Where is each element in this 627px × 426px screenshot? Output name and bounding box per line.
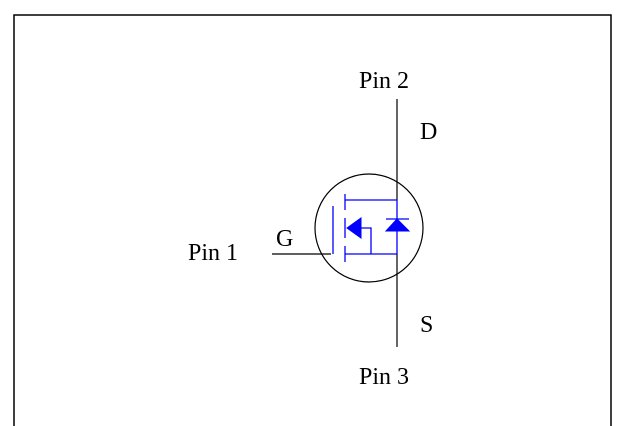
diode-triangle [384, 218, 411, 232]
pin-top-label: Pin 2 [359, 68, 409, 94]
body-arrow [346, 217, 362, 239]
pin-left-label: Pin 1 [188, 240, 238, 266]
pin-bottom-label: Pin 3 [359, 364, 409, 390]
drain-label: D [420, 119, 437, 145]
body-connection [359, 227, 372, 254]
diagram-frame [13, 14, 612, 426]
gate-label: G [276, 226, 293, 252]
device-envelope-circle [314, 173, 424, 283]
source-label: S [420, 312, 433, 338]
